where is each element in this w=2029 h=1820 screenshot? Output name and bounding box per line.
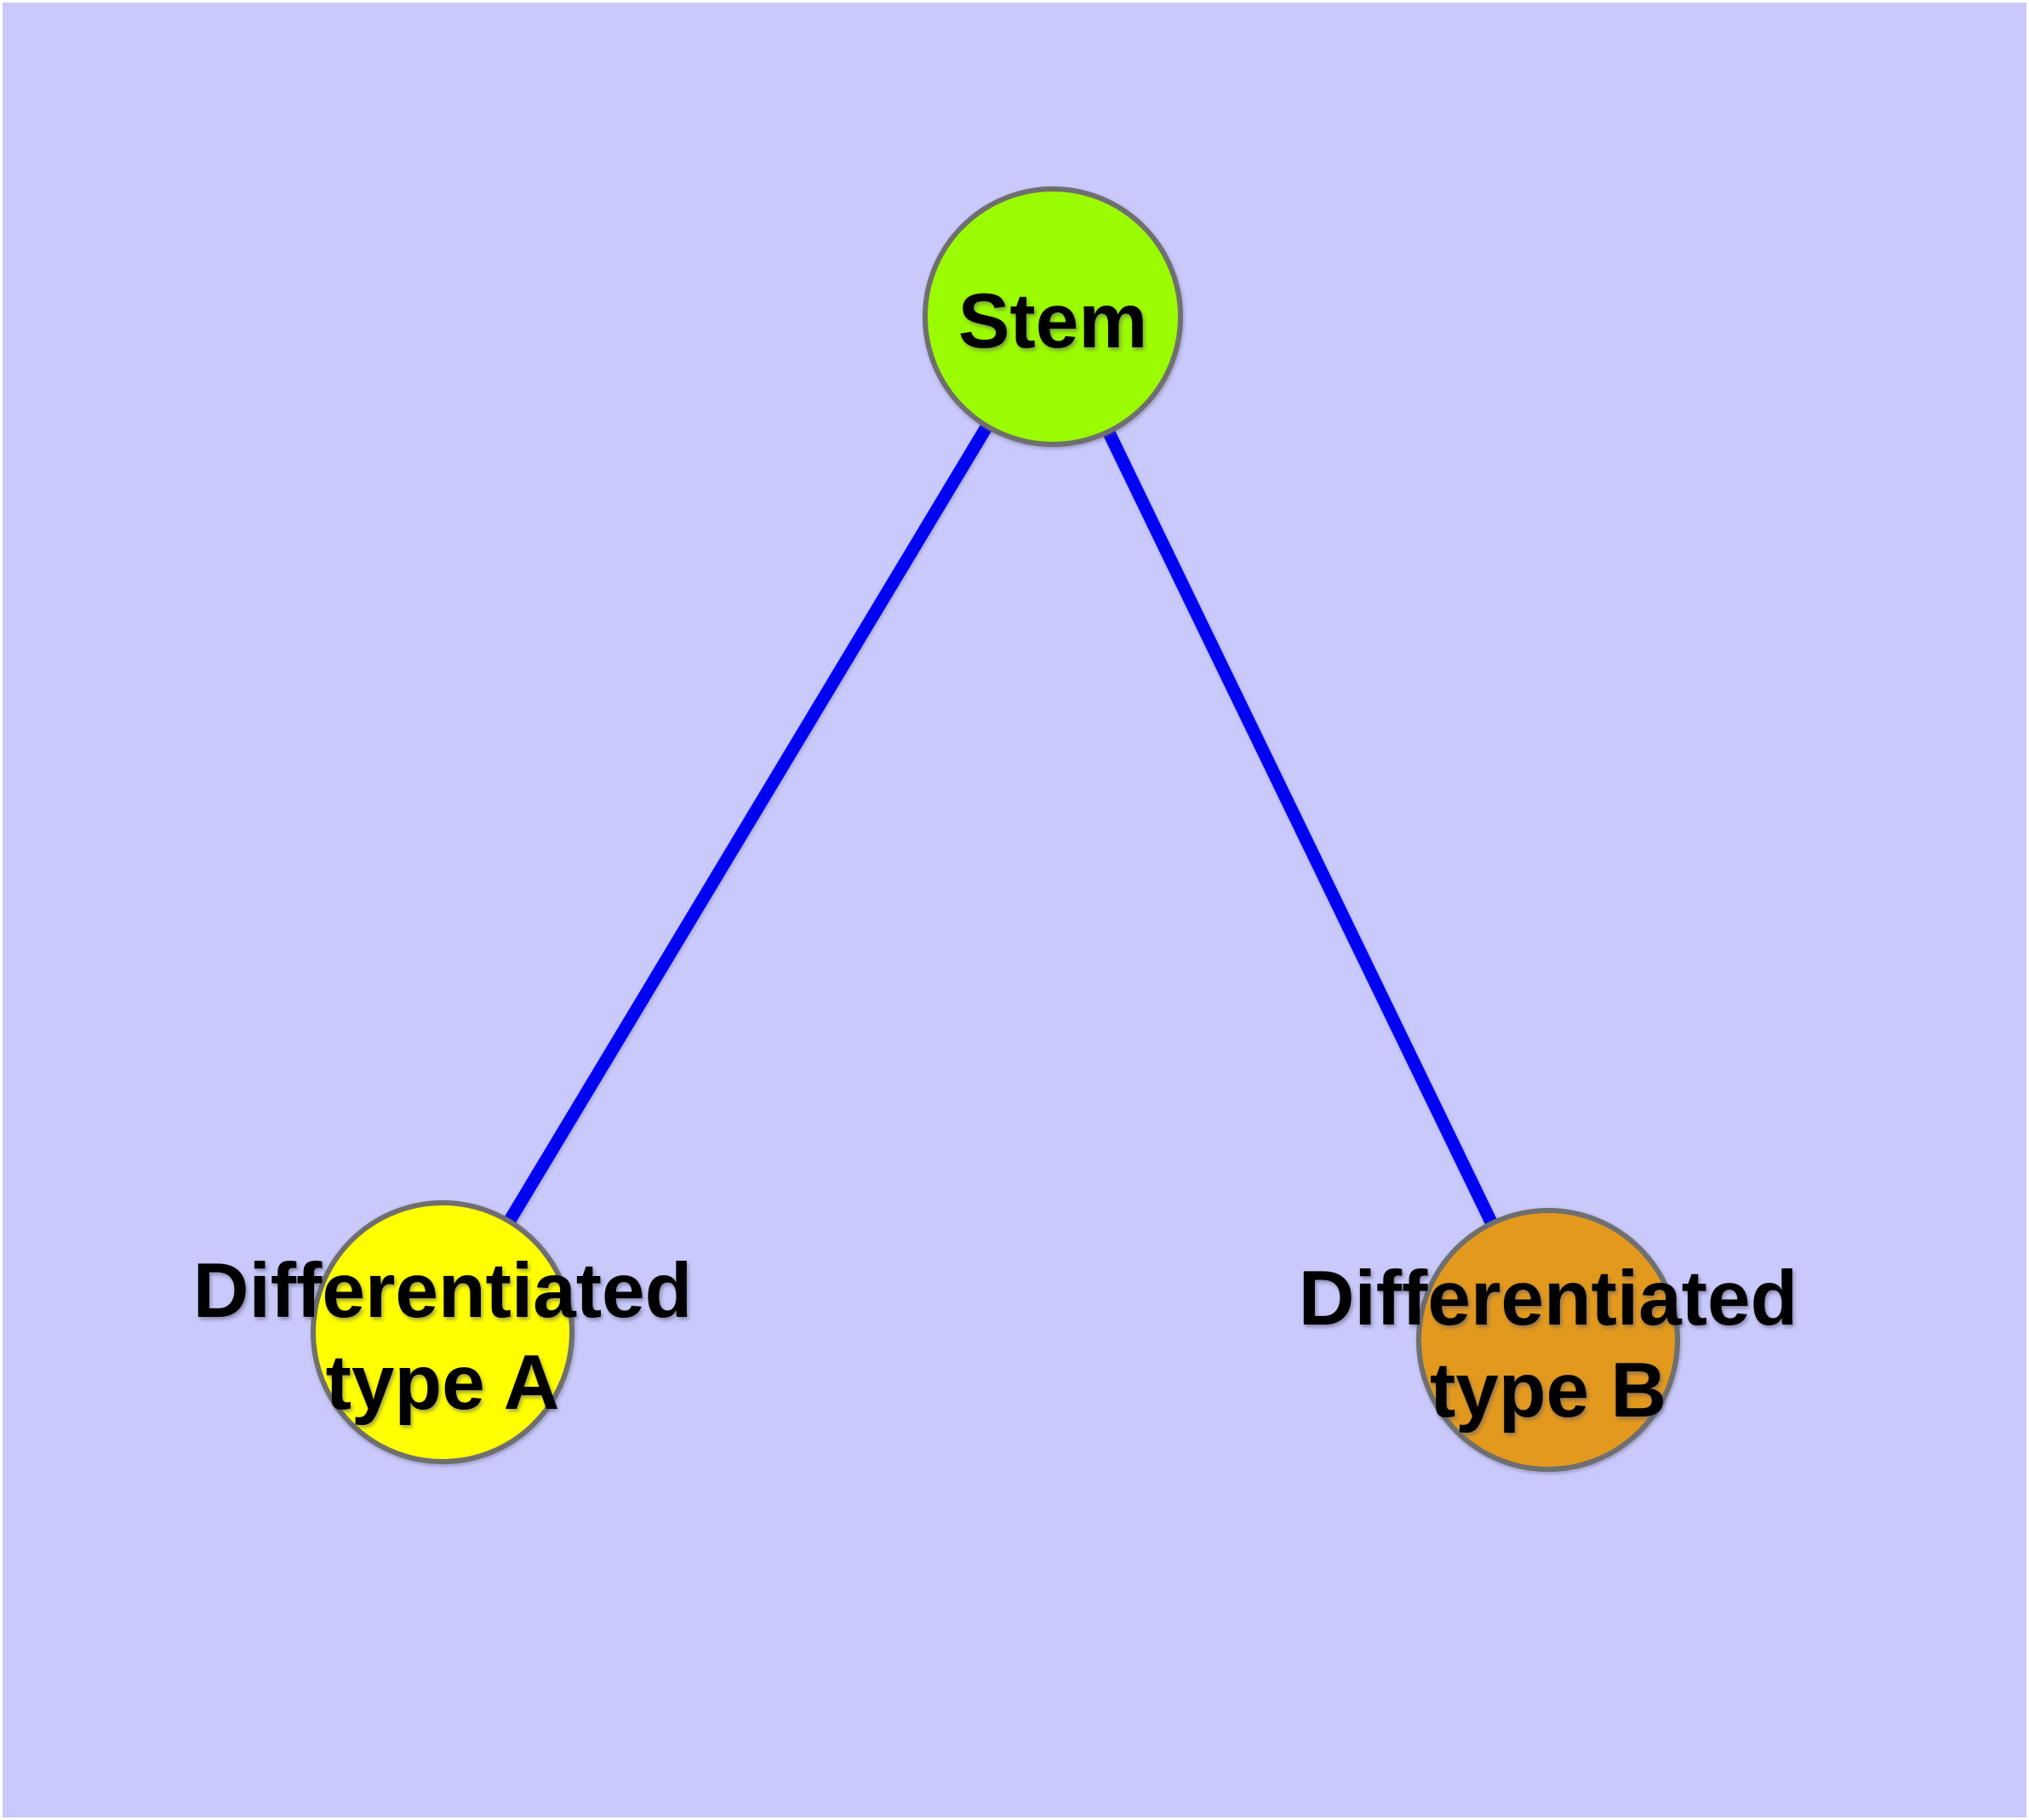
node-circle-diff-b (1416, 1208, 1680, 1472)
edge-stem-diff-b (1047, 313, 1554, 1343)
node-label-stem: Stem (958, 278, 1148, 364)
node-label-line: type B (1430, 1348, 1666, 1434)
node-label-line: Stem (958, 278, 1148, 364)
edge-stem-diff-a (437, 313, 1059, 1336)
node-stem: Stem (923, 186, 1183, 447)
node-label-line: type A (326, 1340, 560, 1426)
node-label-line: Differentiated (1299, 1256, 1798, 1342)
node-circle-diff-a (311, 1200, 574, 1464)
node-label-line: Differentiated (193, 1248, 693, 1334)
node-circle-stem (923, 186, 1183, 447)
